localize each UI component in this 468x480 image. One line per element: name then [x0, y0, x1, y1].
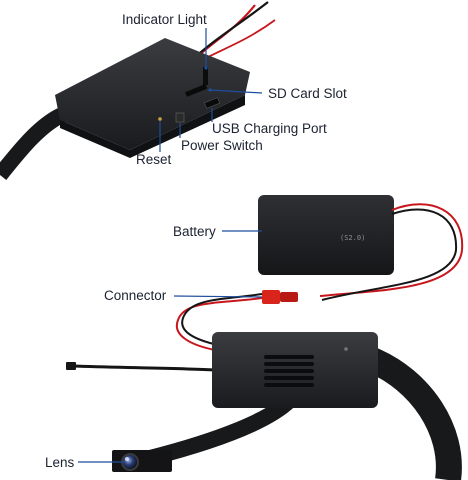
sd-card-slot — [185, 84, 208, 97]
battery-body — [258, 195, 394, 275]
indicator-led — [203, 67, 208, 85]
connector-wire-black — [181, 293, 263, 346]
top-box-body — [55, 38, 250, 150]
label-battery: Battery — [173, 224, 216, 239]
leader-dot-indicator — [204, 66, 208, 70]
connector-housing-b — [280, 292, 298, 302]
leader-sd-card-slot — [209, 89, 263, 94]
speaker-grille-icon — [264, 355, 314, 387]
antenna-wire — [71, 364, 216, 372]
label-lens: Lens — [45, 455, 75, 470]
lens-icon — [121, 453, 139, 471]
status-led-dot — [344, 347, 348, 351]
top-wire-red-2 — [201, 19, 276, 61]
top-ribbon-cable — [0, 107, 66, 180]
label-connector: Connector — [104, 288, 167, 303]
battery-wire-red — [319, 203, 464, 297]
right-ribbon — [366, 348, 462, 480]
lens-ribbon — [148, 394, 296, 466]
connector — [175, 290, 298, 351]
top-box-side — [60, 95, 245, 158]
label-indicator-light: Indicator Light — [122, 12, 207, 27]
top-module — [0, 1, 276, 180]
battery-marking: (S2.0) — [340, 234, 365, 242]
lens-module — [112, 450, 172, 472]
camera-module — [66, 332, 462, 480]
connector-wire-red — [175, 297, 263, 351]
connector-housing-a — [262, 290, 280, 304]
label-sd-card-slot: SD Card Slot — [268, 86, 347, 101]
lens-board — [112, 450, 172, 472]
leader-connector — [173, 295, 263, 298]
label-reset: Reset — [136, 152, 172, 167]
power-switch — [175, 112, 185, 123]
battery-module: (S2.0) — [258, 195, 464, 301]
top-labels: Indicator Light SD Card Slot USB Chargin… — [122, 12, 347, 167]
reset-hole — [158, 117, 162, 121]
antenna-tip — [66, 362, 76, 370]
label-usb-charging-port: USB Charging Port — [212, 121, 327, 136]
usb-port — [203, 97, 221, 109]
battery-wire-black — [321, 208, 458, 301]
label-power-switch: Power Switch — [181, 138, 263, 153]
leader-dot-sd — [208, 88, 212, 92]
lens-glint — [125, 457, 129, 461]
